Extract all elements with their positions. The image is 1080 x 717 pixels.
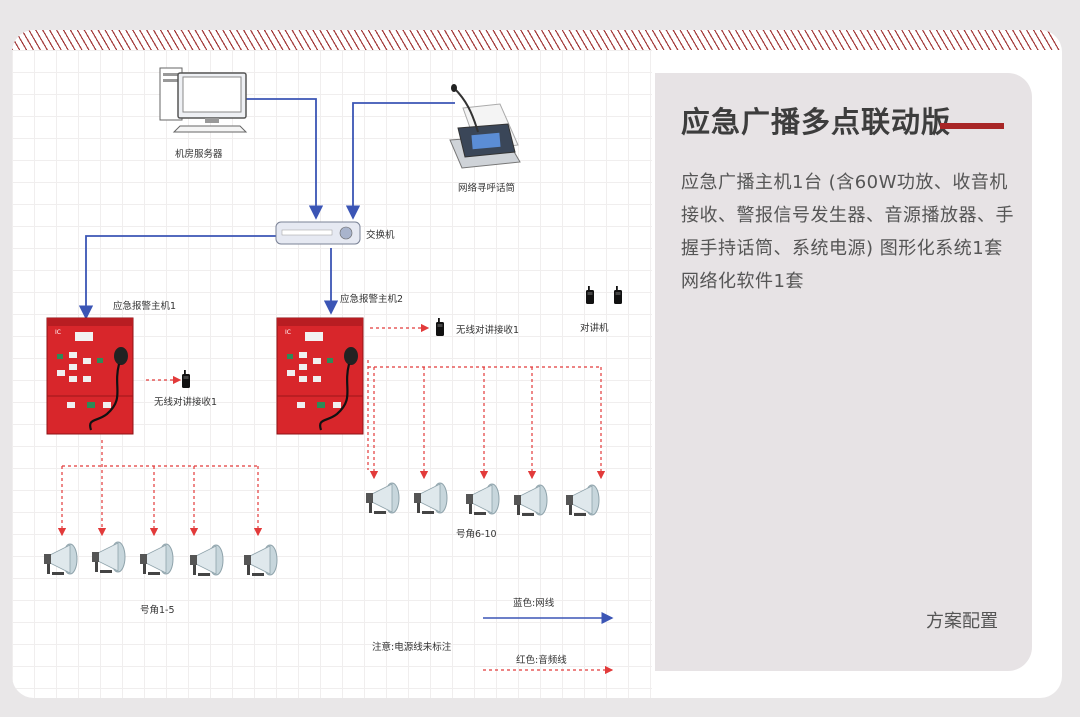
horn-speaker-icon [91, 541, 126, 574]
horn-speaker-icon [513, 484, 548, 517]
wireless1-label: 无线对讲接收1 [154, 396, 217, 408]
alarm-host-1-icon [45, 316, 135, 436]
panel-title: 应急广播多点联动版 [681, 105, 952, 139]
note-label: 注意:电源线未标注 [372, 641, 452, 653]
line-server-switch [246, 98, 324, 220]
walkie-talkie-icon [436, 318, 444, 336]
system-diagram: IC [43, 67, 622, 675]
horn-speaker-icon [365, 482, 400, 515]
computer-icon [159, 67, 248, 133]
intercom-label: 对讲机 [580, 322, 609, 334]
horns2-label: 号角6-10 [456, 528, 497, 540]
switch-label: 交换机 [366, 229, 395, 241]
title-accent-bar [940, 123, 1004, 129]
info-panel: 应急广播多点联动版 应急广播主机1台 (含60W功放、收音机接收、警报信号发生器… [655, 73, 1032, 671]
horns1-label: 号角1-5 [140, 604, 175, 616]
walkie-talkie-icon [614, 286, 622, 304]
horn-speaker-icon [189, 544, 224, 577]
network-switch-icon [275, 221, 361, 245]
panel-description: 应急广播主机1台 (含60W功放、收音机接收、警报信号发生器、音源播放器、手握手… [681, 172, 1014, 292]
wireless2-label: 无线对讲接收1 [456, 324, 519, 336]
walkie-talkie-icon [586, 286, 594, 304]
horn-speaker-icon [413, 482, 448, 515]
paging-mic-label: 网络寻呼话筒 [458, 182, 515, 194]
horn-speaker-icon [43, 543, 78, 576]
host2-label: 应急报警主机2 [340, 293, 403, 305]
legend-red-label: 红色:音频线 [516, 654, 567, 666]
horn-speaker-icon [139, 543, 174, 576]
horn-speaker-icon [243, 544, 278, 577]
host1-label: 应急报警主机1 [113, 300, 176, 312]
server-label: 机房服务器 [175, 148, 223, 160]
hatch-border [12, 30, 1062, 50]
paging-microphone-icon [449, 84, 521, 169]
line-mic-switch [345, 102, 455, 220]
panel-footer: 方案配置 [926, 611, 998, 632]
alarm-host-2-icon [275, 316, 365, 436]
legend-blue-label: 蓝色:网线 [513, 597, 555, 609]
horn-speaker-icon [465, 483, 500, 516]
line-switch-host1 [78, 235, 276, 320]
walkie-talkie-icon [182, 370, 190, 388]
horn-speaker-icon [565, 484, 600, 517]
